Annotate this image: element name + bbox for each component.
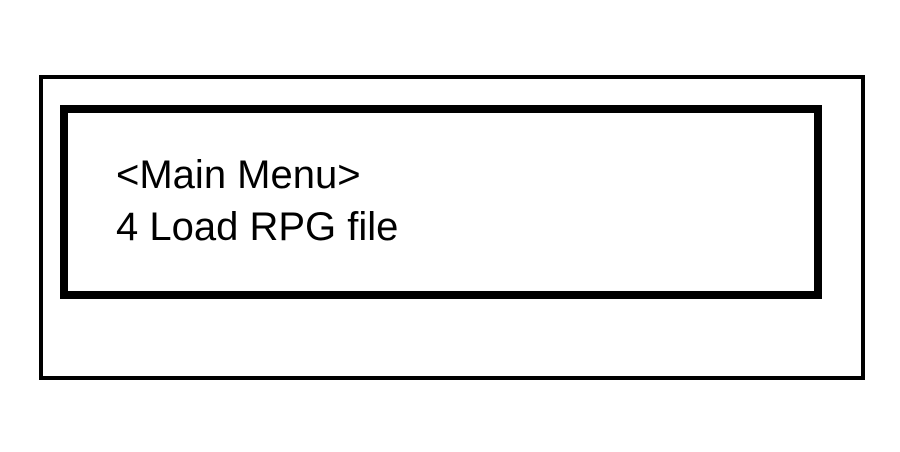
device-panel [39, 75, 865, 380]
menu-title: <Main Menu> [116, 153, 361, 197]
menu-item-load-rpg-file: 4 Load RPG file [116, 205, 399, 249]
lcd-display: <Main Menu> 4 Load RPG file [60, 105, 822, 299]
